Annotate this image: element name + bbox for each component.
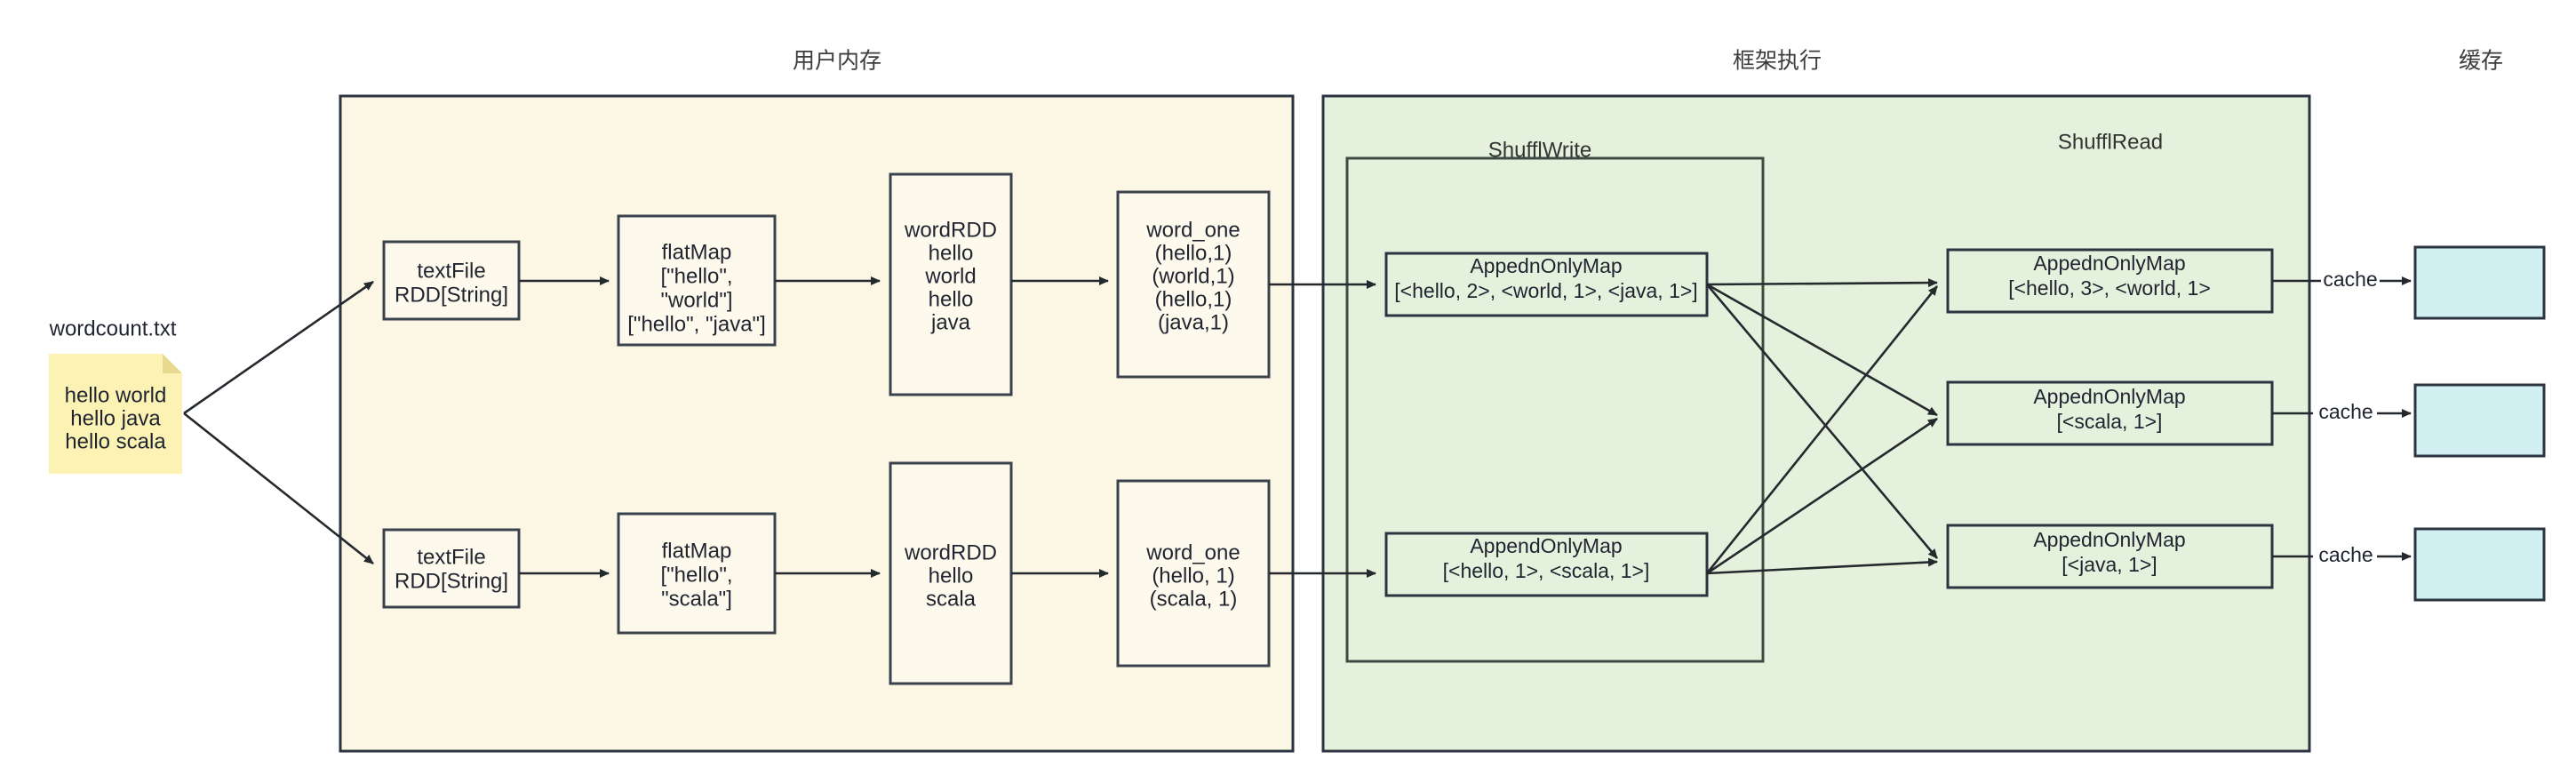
- source-note-fold-icon: [163, 354, 182, 373]
- panel-title-cache: 缓存: [2459, 49, 2503, 74]
- edge-write2-to-read3: [1706, 557, 1938, 575]
- group-box-shuffl-write: [1345, 156, 1765, 663]
- source-line-1: hello world: [65, 383, 167, 407]
- write-map-1-line-1: AppednOnlyMap: [1470, 254, 1622, 277]
- node-read-map-2: [1946, 380, 2274, 446]
- panel-title-user-memory: 用户内存: [793, 49, 881, 74]
- read-map-3-line-1: AppednOnlyMap: [2033, 528, 2185, 551]
- word-one-top-line-4: (hello,1): [1155, 287, 1232, 311]
- node-read-map-1: [1946, 248, 2274, 314]
- flatmap-top-line-4: ["hello", "java"]: [627, 312, 765, 336]
- read-map-1-line-1: AppednOnlyMap: [2033, 252, 2185, 275]
- flatmap-top-line-3: "world"]: [660, 288, 732, 312]
- source-note-body: [49, 354, 182, 474]
- read-map-2-line-2: [<scala, 1>]: [2057, 410, 2163, 433]
- word-one-bottom-line-2: (hello, 1): [1152, 564, 1234, 588]
- word-one-top-line-5: (java,1): [1158, 310, 1229, 334]
- wordrdd-top-line-4: hello: [929, 287, 974, 311]
- node-word-one-top: [1116, 190, 1271, 379]
- panel-title-framework: 框架执行: [1733, 49, 1822, 74]
- flatmap-bottom-line-2: ["hello",: [660, 563, 732, 587]
- textfile-top-line-2: RDD[String]: [395, 283, 508, 307]
- read-map-3-line-2: [<java, 1>]: [2062, 553, 2157, 576]
- flatmap-bottom-line-3: "scala"]: [661, 587, 732, 611]
- node-textfile-top: [382, 240, 521, 321]
- wordrdd-bottom-line-2: hello: [929, 564, 974, 588]
- edge-write1-to-read2: [1706, 283, 1938, 417]
- node-textfile-bottom: [382, 528, 521, 609]
- node-flatmap-bottom: [617, 512, 777, 635]
- wordrdd-top-line-5: java: [930, 310, 971, 334]
- edge-write2-to-read2: [1706, 417, 1938, 575]
- node-read-map-3: [1946, 524, 2274, 589]
- source-line-2: hello java: [70, 406, 161, 430]
- wordrdd-top-line-3: world: [924, 264, 976, 288]
- cache-block-1: [2413, 245, 2546, 320]
- node-wordrdd-bottom: [889, 461, 1013, 685]
- flatmap-top-line-2: ["hello",: [660, 264, 732, 288]
- wordrdd-top-line-1: wordRDD: [904, 218, 997, 242]
- cache-edge-2-label: cache: [2318, 400, 2373, 423]
- write-map-1-line-2: [<hello, 2>, <world, 1>, <java, 1>]: [1394, 279, 1697, 302]
- read-map-1-line-2: [<hello, 3>, <world, 1>: [2008, 276, 2211, 300]
- node-wordrdd-top: [889, 172, 1013, 396]
- word-one-bottom-line-1: word_one: [1145, 540, 1240, 564]
- textfile-bottom-line-1: textFile: [417, 545, 485, 569]
- flatmap-top-line-1: flatMap: [662, 240, 732, 264]
- write-map-2-line-1: AppendOnlyMap: [1470, 534, 1622, 557]
- node-write-map-1: [1384, 252, 1709, 317]
- edge-source-to-textfile-bottom: [183, 412, 374, 565]
- node-write-map-2: [1384, 532, 1709, 597]
- textfile-top-line-1: textFile: [417, 259, 485, 283]
- edge-write2-to-read1: [1705, 285, 1939, 574]
- wordrdd-bottom-line-3: scala: [926, 587, 977, 611]
- wordrdd-top-line-2: hello: [929, 241, 974, 265]
- write-map-2-line-2: [<hello, 1>, <scala, 1>]: [1443, 559, 1650, 582]
- read-map-2-line-1: AppednOnlyMap: [2033, 385, 2185, 408]
- textfile-bottom-line-2: RDD[String]: [395, 569, 508, 593]
- source-line-3: hello scala: [65, 429, 166, 453]
- cache-block-3: [2413, 527, 2546, 602]
- edge-source-to-textfile-top: [183, 280, 374, 415]
- edge-write1-to-read1: [1706, 278, 1938, 288]
- source-file-caption: wordcount.txt: [49, 316, 177, 340]
- cache-edge-3-label: cache: [2318, 543, 2373, 566]
- edge-write1-to-read3: [1706, 284, 1938, 559]
- word-one-top-line-2: (hello,1): [1155, 241, 1232, 265]
- node-flatmap-top: [617, 214, 777, 347]
- cache-edge-1-label: cache: [2323, 268, 2377, 291]
- cache-block-2: [2413, 383, 2546, 458]
- node-word-one-bottom: [1116, 479, 1271, 668]
- word-one-top-line-1: word_one: [1145, 218, 1240, 242]
- group-title-shuffl-write: ShufflWrite: [1488, 138, 1592, 162]
- word-one-bottom-line-3: (scala, 1): [1150, 587, 1238, 611]
- wordrdd-bottom-line-1: wordRDD: [904, 540, 997, 564]
- flatmap-bottom-line-1: flatMap: [662, 539, 732, 563]
- word-one-top-line-3: (world,1): [1152, 264, 1234, 288]
- group-title-shuffl-read: ShufflRead: [2058, 130, 2163, 154]
